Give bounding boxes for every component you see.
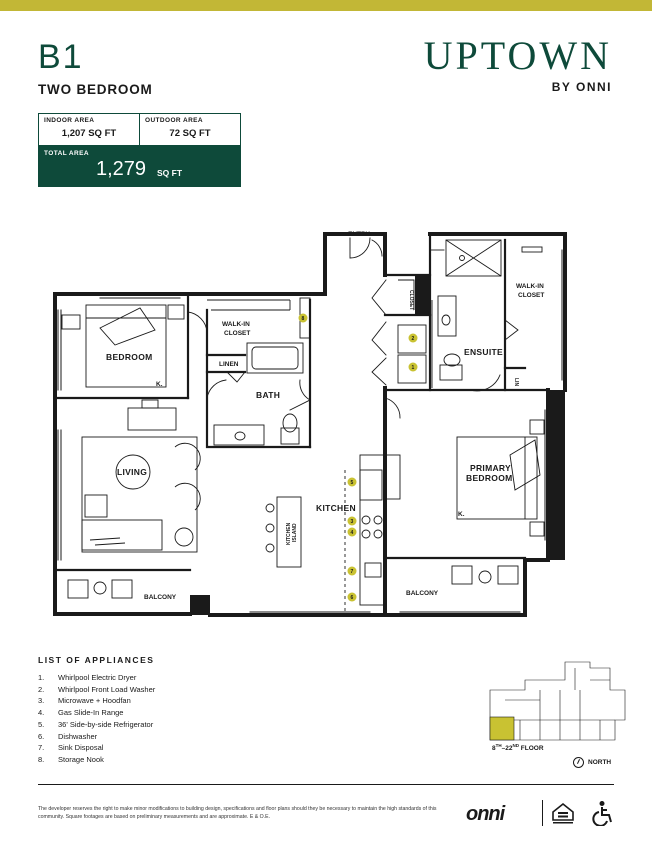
marker-4-num: 4 bbox=[351, 530, 354, 536]
appliance-item: 4.Gas Slide-In Range bbox=[38, 708, 124, 718]
brand-name: UPTOWN bbox=[423, 33, 612, 78]
label-entry: ENTRY bbox=[348, 231, 370, 238]
brand-logo: UPTOWN BY ONNI bbox=[423, 33, 612, 95]
bath-fixtures bbox=[207, 299, 304, 446]
interior-walls bbox=[53, 232, 550, 572]
accessibility-icon bbox=[592, 801, 612, 826]
top-accent-bar bbox=[0, 0, 652, 11]
living-furniture bbox=[81, 436, 201, 553]
marker-7 bbox=[347, 566, 357, 576]
label-kitchen: KITCHEN bbox=[316, 503, 356, 513]
unit-code: B1 bbox=[38, 38, 84, 76]
unit-type: TWO BEDROOM bbox=[38, 82, 153, 97]
north-indicator: NORTH bbox=[573, 757, 611, 768]
label-bath: BATH bbox=[256, 390, 280, 400]
appliance-markers: 2 1 8 5 3 4 7 6 bbox=[298, 313, 418, 602]
marker-6 bbox=[347, 592, 357, 602]
total-area-value: 1,279 bbox=[96, 158, 147, 180]
doors bbox=[187, 237, 519, 419]
label-lin: LIN bbox=[513, 378, 519, 386]
marker-2-num: 2 bbox=[412, 336, 415, 342]
primary-bedroom-furniture bbox=[456, 246, 545, 537]
marker-8 bbox=[298, 313, 308, 323]
appliances-list: 1.Whirlpool Electric Dryer 2.Whirlpool F… bbox=[38, 672, 155, 766]
label-walkin-right-2: CLOSET bbox=[518, 292, 544, 299]
marker-5-num: 5 bbox=[351, 480, 354, 486]
marker-3-num: 3 bbox=[351, 519, 354, 525]
label-primary-k: K. bbox=[458, 511, 465, 518]
appliances-title: LIST OF APPLIANCES bbox=[38, 655, 155, 665]
label-bedroom: BEDROOM bbox=[106, 352, 153, 362]
balcony-right-furniture bbox=[451, 565, 519, 585]
outdoor-area-value: 72 SQ FT bbox=[169, 128, 211, 139]
label-walkin-1: WALK-IN bbox=[222, 321, 250, 328]
label-walkin-right-1: WALK-IN bbox=[516, 283, 544, 290]
marker-3 bbox=[347, 516, 357, 526]
appliance-item: 6.Dishwasher bbox=[38, 731, 98, 741]
appliance-item: 8.Storage Nook bbox=[38, 754, 104, 764]
keyplan-floor-label: 8TH–22ND FLOOR bbox=[492, 743, 544, 753]
label-balcony-left: BALCONY bbox=[144, 594, 177, 601]
appliance-item: 5.36' Side-by-side Refrigerator bbox=[38, 719, 154, 729]
label-kitchen-island-1: KITCHEN bbox=[286, 522, 292, 545]
marker-1-num: 1 bbox=[412, 365, 415, 371]
appliance-item: 3.Microwave + Hoodfan bbox=[38, 696, 131, 706]
label-kitchen-island-2: ISLAND bbox=[292, 523, 298, 542]
indoor-area-value: 1,207 SQ FT bbox=[61, 128, 117, 139]
ensuite-fixtures bbox=[431, 239, 502, 388]
total-area-cell: TOTAL AREA 1,279 SQ FT bbox=[39, 146, 240, 187]
marker-4 bbox=[347, 527, 357, 537]
total-area-unit: SQ FT bbox=[157, 168, 183, 178]
footer-divider bbox=[38, 784, 614, 785]
bedroom-furniture bbox=[61, 304, 185, 431]
north-label: NORTH bbox=[588, 759, 612, 766]
label-bedroom-k: K. bbox=[156, 381, 163, 388]
marker-5 bbox=[347, 477, 357, 487]
balcony-left-furniture bbox=[67, 579, 133, 599]
outdoor-area-label: OUTDOOR AREA bbox=[145, 117, 204, 124]
marker-8-num: 8 bbox=[302, 316, 305, 322]
marker-7-num: 7 bbox=[351, 569, 354, 575]
label-ensuite: ENSUITE bbox=[464, 347, 503, 357]
marker-1 bbox=[408, 362, 418, 372]
compass-icon bbox=[573, 757, 584, 768]
total-area-label: TOTAL AREA bbox=[44, 150, 89, 157]
label-living: LIVING bbox=[117, 467, 147, 477]
appliance-item: 1.Whirlpool Electric Dryer bbox=[38, 673, 137, 682]
label-linen: LINEN bbox=[219, 361, 239, 368]
footer-separator bbox=[542, 800, 543, 826]
key-plan bbox=[489, 661, 626, 741]
kitchen-fixtures bbox=[265, 454, 401, 606]
onni-logo: onni bbox=[466, 803, 505, 825]
outdoor-area-cell: OUTDOOR AREA 72 SQ FT bbox=[140, 114, 240, 145]
area-row: INDOOR AREA 1,207 SQ FT OUTDOOR AREA 72 … bbox=[39, 114, 240, 146]
disclaimer: The developer reserves the right to make… bbox=[38, 806, 437, 820]
windows bbox=[57, 249, 563, 613]
brand-sub: BY ONNI bbox=[551, 80, 612, 94]
indoor-area-cell: INDOOR AREA 1,207 SQ FT bbox=[39, 114, 140, 145]
label-walkin-2: CLOSET bbox=[224, 330, 250, 337]
marker-6-num: 6 bbox=[351, 595, 354, 601]
equal-housing-icon bbox=[552, 802, 574, 824]
label-primary-1: PRIMARY bbox=[470, 463, 511, 473]
label-balcony-right: BALCONY bbox=[406, 590, 439, 597]
appliance-item: 7.Sink Disposal bbox=[38, 743, 104, 753]
label-closet: CLOSET bbox=[408, 290, 414, 310]
indoor-area-label: INDOOR AREA bbox=[44, 117, 95, 124]
marker-2 bbox=[408, 333, 418, 343]
appliance-item: 2.Whirlpool Front Load Washer bbox=[38, 684, 156, 694]
label-primary-2: BEDROOM bbox=[466, 473, 513, 483]
area-summary: INDOOR AREA 1,207 SQ FT OUTDOOR AREA 72 … bbox=[38, 113, 241, 187]
